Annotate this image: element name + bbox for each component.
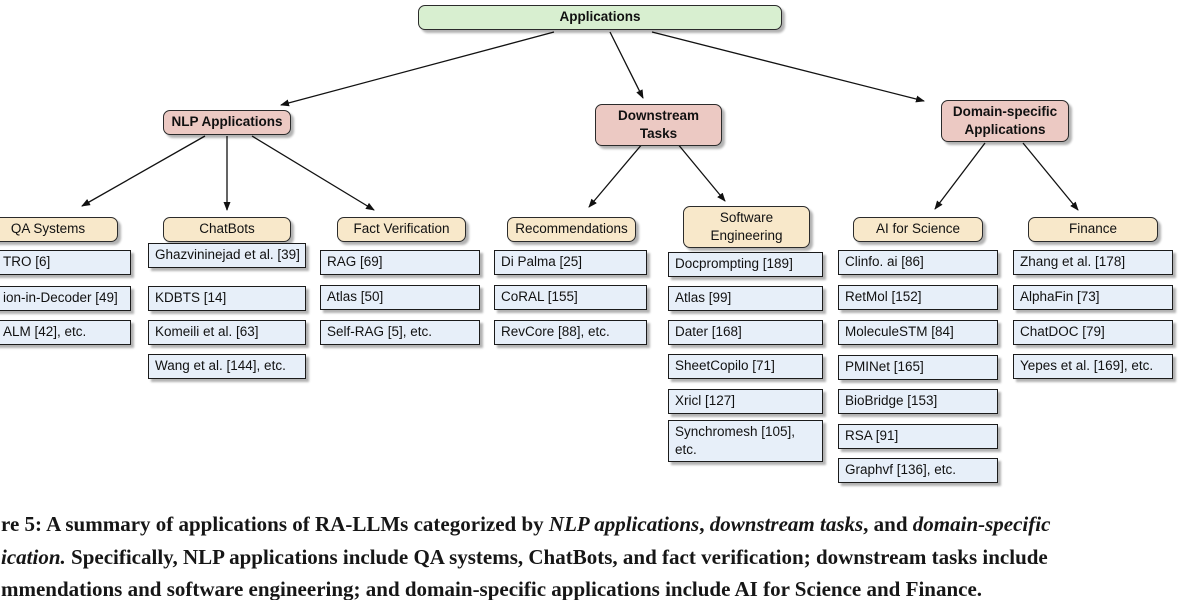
item-box: KDBTS [14] [148,286,306,311]
item-box: Dater [168] [668,320,823,345]
category-header-finance: Finance [1028,217,1158,242]
item-box: TRO [6] [0,250,131,275]
item-box: RevCore [88], etc. [494,320,647,345]
item-box: SheetCopilo [71] [668,354,823,379]
item-box: Komeili et al. [63] [148,320,306,345]
item-box: Di Palma [25] [494,250,647,275]
item-box: Graphvf [136], etc. [838,458,998,483]
item-box: Zhang et al. [178] [1013,250,1173,275]
branch-node-domain-specific: Domain-specific Applications [941,100,1069,143]
category-header-recommendations: Recommendations [507,217,636,242]
item-box: RSA [91] [838,424,998,449]
item-box: ChatDOC [79] [1013,320,1173,345]
item-box: Yepes et al. [169], etc. [1013,354,1173,379]
item-box: ion-in-Decoder [49] [0,286,131,311]
root-node-applications: Applications [418,5,782,30]
item-box: Docprompting [189] [668,252,823,277]
item-box: CoRAL [155] [494,285,647,310]
item-box: Clinfo. ai [86] [838,250,998,275]
item-box: Xricl [127] [668,389,823,414]
item-box: MoleculeSTM [84] [838,320,998,345]
item-box: Atlas [50] [320,285,480,310]
category-header-fact-verification: Fact Verification [337,217,466,242]
item-box: Synchromesh [105], etc. [668,420,823,463]
branch-node-downstream-tasks: Downstream Tasks [595,104,722,147]
item-box: Self-RAG [5], etc. [320,320,480,345]
item-box: Wang et al. [144], etc. [148,354,306,379]
category-header-software-engineering: Software Engineering [683,206,810,249]
category-header-qa-systems: QA Systems [0,217,118,242]
caption-line-3: mmendations and software engineering; an… [1,577,983,600]
caption-line-2: ication. Specifically, NLP applications … [1,544,1048,569]
item-box: Ghazvininejad et al. [39] [148,243,306,268]
item-box: AlphaFin [73] [1013,285,1173,310]
category-header-chatbots: ChatBots [163,217,291,242]
category-header-ai-for-science: AI for Science [853,217,983,242]
item-box: PMINet [165] [838,355,998,380]
branch-node-nlp-applications: NLP Applications [163,110,291,135]
item-box: Atlas [99] [668,286,823,311]
item-box: RAG [69] [320,250,480,275]
item-box: BioBridge [153] [838,389,998,414]
caption-line-1: re 5: A summary of applications of RA-LL… [1,512,1051,536]
item-box: RetMol [152] [838,285,998,310]
item-box: ALM [42], etc. [0,320,131,345]
figure-caption: re 5: A summary of applications of RA-LL… [1,508,1200,600]
